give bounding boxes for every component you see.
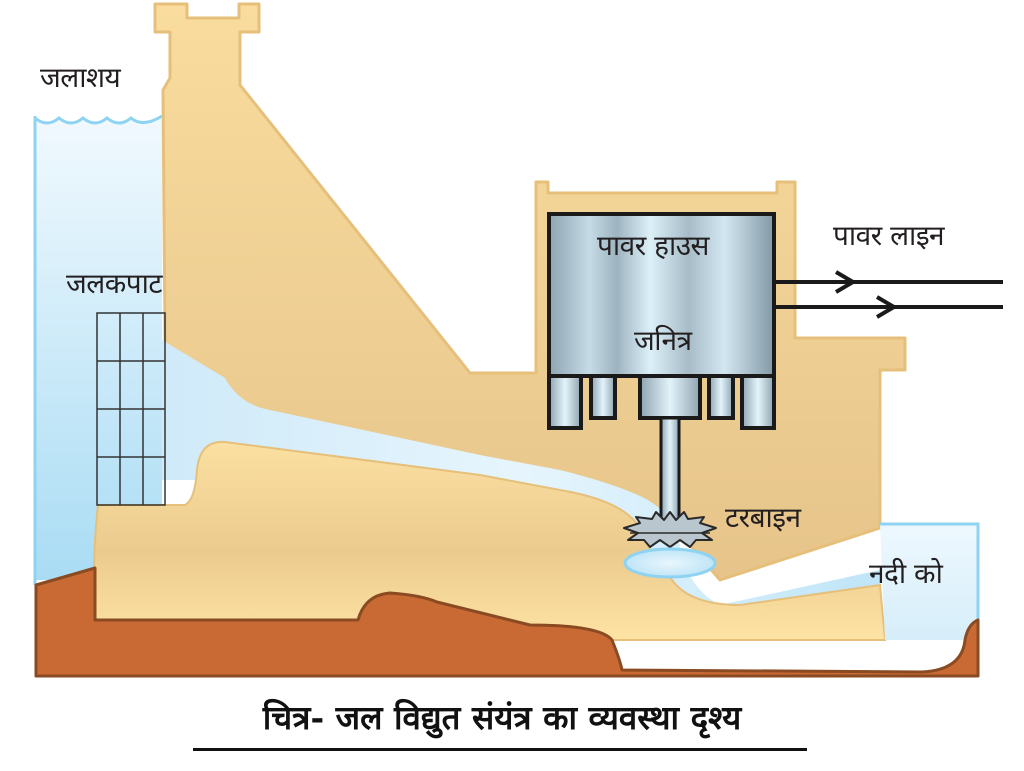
sluice-gate [96,312,166,506]
reservoir [33,114,163,585]
ground [34,566,980,678]
generator [547,212,776,430]
turbine [623,511,717,579]
to-river-label: नदी को [869,557,943,590]
caption-underline [193,748,807,751]
river-outlet [880,522,980,640]
power-line-label: पावर लाइन [833,219,945,252]
power-line [774,270,1003,319]
power-house-label: पावर हाउस [597,229,709,262]
generator-label: जनित्र [634,324,692,357]
figure-caption: चित्र- जल विद्युत संयंत्र का व्यवस्था दृ… [262,698,742,737]
sluice-gate-label: जलकपाट [66,267,163,300]
reservoir-label: जलाशय [40,61,121,94]
turbine-label: टरबाइन [725,501,801,534]
